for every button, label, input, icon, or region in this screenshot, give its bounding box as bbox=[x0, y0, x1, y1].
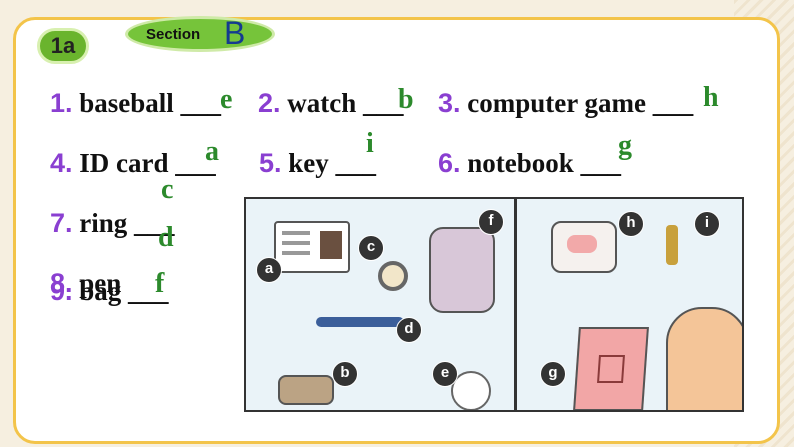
key-illustration bbox=[666, 225, 678, 265]
item-text: watch ___ bbox=[287, 88, 404, 118]
item-7: 7. ring ___ bbox=[50, 208, 175, 239]
item-text: notebook ___ bbox=[467, 148, 622, 178]
item-text: baseball ___ bbox=[79, 88, 222, 118]
watch-illustration bbox=[278, 375, 334, 405]
item-2: 2. watch ___ bbox=[258, 88, 404, 119]
tag-e: e bbox=[432, 361, 458, 387]
item-4: 4. ID card ___ bbox=[50, 148, 216, 179]
answer-2: b bbox=[398, 84, 414, 115]
answer-5: i bbox=[366, 128, 374, 159]
baseball-illustration bbox=[451, 371, 491, 410]
item-number: 4. bbox=[50, 148, 73, 178]
item-number: 8. bbox=[50, 268, 73, 298]
notebook-illustration bbox=[573, 327, 649, 410]
item-text: bag ___ bbox=[79, 276, 169, 306]
item-1: 1. baseball ___ bbox=[50, 88, 221, 119]
item-5: 5. key ___ bbox=[259, 148, 376, 179]
item-text: computer game ___ bbox=[467, 88, 694, 118]
item-text: ring ___ bbox=[79, 208, 175, 238]
answer-1: e bbox=[220, 84, 233, 115]
illustration: a b c d e f g h i bbox=[244, 197, 744, 412]
ring-illustration bbox=[378, 261, 408, 291]
tag-a: a bbox=[256, 257, 282, 283]
section-pill bbox=[125, 16, 275, 52]
item-6: 6. notebook ___ bbox=[438, 148, 621, 179]
tag-i: i bbox=[694, 211, 720, 237]
section-letter: B bbox=[224, 15, 246, 51]
item-9: 9. bag ___ bbox=[50, 276, 169, 307]
item-number: 5. bbox=[259, 148, 282, 178]
tag-b: b bbox=[332, 361, 358, 387]
illustration-divider bbox=[514, 199, 517, 410]
item-number: 3. bbox=[438, 88, 461, 118]
exercise-badge: 1a bbox=[37, 28, 89, 64]
tag-h: h bbox=[618, 211, 644, 237]
item-3: 3. computer game ___ bbox=[438, 88, 693, 119]
item-text: key ___ bbox=[288, 148, 377, 178]
item-number: 1. bbox=[50, 88, 73, 118]
item-8: 8. pen bbox=[50, 268, 121, 299]
backpack-illustration bbox=[429, 227, 495, 313]
tag-f: f bbox=[478, 209, 504, 235]
tag-d: d bbox=[396, 317, 422, 343]
answer-7: d bbox=[158, 222, 174, 253]
pen-illustration bbox=[316, 317, 404, 327]
tag-c: c bbox=[358, 235, 384, 261]
item-number: 7. bbox=[50, 208, 73, 238]
answer-4: a bbox=[205, 136, 219, 167]
id-card-illustration bbox=[274, 221, 350, 273]
item-number: 2. bbox=[258, 88, 281, 118]
answer-6: g bbox=[618, 130, 632, 161]
answer-9: f bbox=[155, 268, 165, 299]
item-number: 9. bbox=[50, 276, 73, 306]
answer-3: h bbox=[703, 82, 719, 113]
item-text: pen bbox=[79, 268, 122, 298]
item-text: ID card ___ bbox=[79, 148, 216, 178]
computer-game-illustration bbox=[551, 221, 617, 273]
item-number: 6. bbox=[438, 148, 461, 178]
tag-g: g bbox=[540, 361, 566, 387]
section-word: Section bbox=[146, 26, 201, 43]
answer-8: c bbox=[161, 174, 174, 205]
person-illustration bbox=[666, 307, 742, 410]
